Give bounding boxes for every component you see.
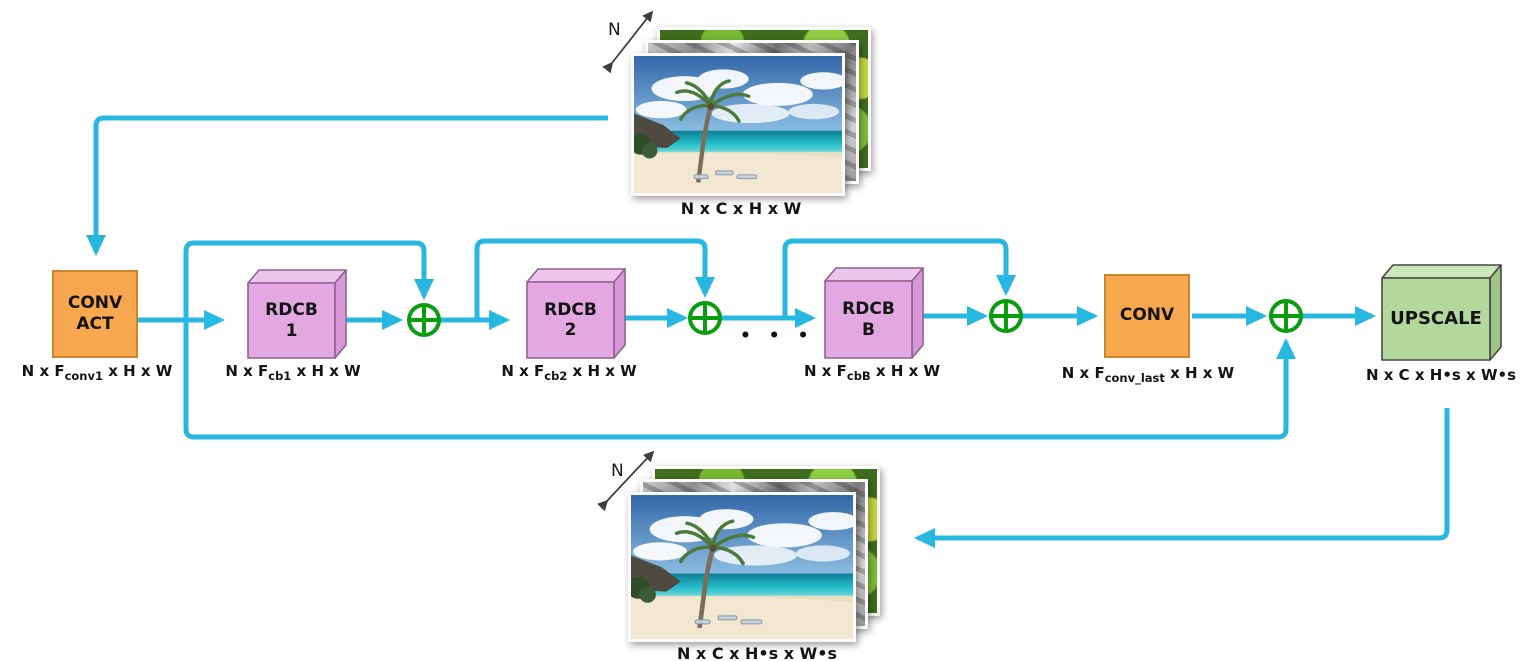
upscale-block: UPSCALE [1382,278,1490,360]
caption-text: x H x W [567,362,637,380]
conv-act-block: CONV ACT [52,270,138,358]
rdcb2-label-line2: 2 [564,320,577,340]
caption-text: N x F [225,362,269,380]
input-shape-caption: N x C x H x W [680,199,802,218]
caption-text: x H x W [291,362,361,380]
add-icon [1269,299,1303,333]
skip-over-rdcb1 [183,240,434,320]
conv-act-caption: N x Fconv1 x H x W [22,362,173,383]
input-to-convact-arrow [86,115,608,256]
rdcbB-cube [824,267,924,359]
rdcb2-caption: N x Fcb2 x H x W [501,362,636,383]
flow-arrows [86,115,1450,548]
caption-text: x H x W [102,362,173,380]
add-icon [688,301,722,335]
conv-last-label: CONV [1119,305,1175,326]
caption-subscript: cb2 [544,369,568,383]
rdcb1-cube [247,269,347,359]
beach-photo [628,492,856,642]
rdcbB-caption: N x FcbB x H x W [804,362,940,383]
output-shape-caption: N x C x H•s x W•s [676,644,838,661]
beach-scene [631,495,853,639]
rdcb1-label-line1: RDCB [265,300,318,321]
upscale-caption: N x C x H•s x W•s [1366,366,1516,387]
beach-photo [631,53,845,196]
caption-subscript: conv1 [64,369,103,383]
top-stack-count-label: N [608,20,621,40]
caption-subscript: conv_last [1104,371,1165,385]
ellipsis-more-blocks: • • • [740,326,815,346]
global-skip-to-add4 [183,320,1296,440]
skip-over-rdcb2 [474,238,715,320]
rdcb2-label-line1: RDCB [544,299,597,320]
stack-count-arrows [596,10,655,512]
conv-act-label-line2: ACT [76,314,114,334]
rdcbB-block: RDCB B [825,281,912,358]
rdcb1-caption: N x Fcb1 x H x W [225,362,360,383]
rdcbB-label-line2: B [862,319,875,340]
add-icons [407,299,1303,337]
bottom-stack-count-arrow [596,450,655,512]
caption-subscript: cbB [846,369,871,383]
caption-text: N x F [1061,364,1105,382]
rdcb1-label-line2: 1 [285,320,298,341]
bottom-stack-count-label: N [611,461,624,481]
rdcb2-cube [526,268,626,359]
upscale-cube [1381,264,1502,361]
caption-text: N x F [501,362,545,380]
rdcbB-label-line1: RDCB [842,299,895,320]
top-stack-count-arrow [602,10,654,74]
caption-text: x H x W [870,362,941,380]
add-icon [407,303,441,337]
upscale-label: UPSCALE [1390,308,1482,330]
caption-text: N x F [803,362,847,380]
caption-text: N x F [21,362,65,380]
conv-act-label-line1: CONV [67,292,123,313]
rdcb1-block: RDCB 1 [248,283,335,358]
add-icon [989,299,1023,333]
conv-last-caption: N x Fconv_last x H x W [1062,364,1234,385]
caption-subscript: cb1 [268,369,292,383]
beach-scene [634,56,842,193]
rdcb2-block: RDCB 2 [527,282,614,358]
upscale-to-output-arrow [914,408,1450,548]
caption-text: x H x W [1164,364,1235,382]
conv-last-block: CONV [1104,274,1190,358]
caption-text: N x C x H•s x W•s [1365,366,1517,384]
skip-over-rdcbB [782,238,1016,318]
